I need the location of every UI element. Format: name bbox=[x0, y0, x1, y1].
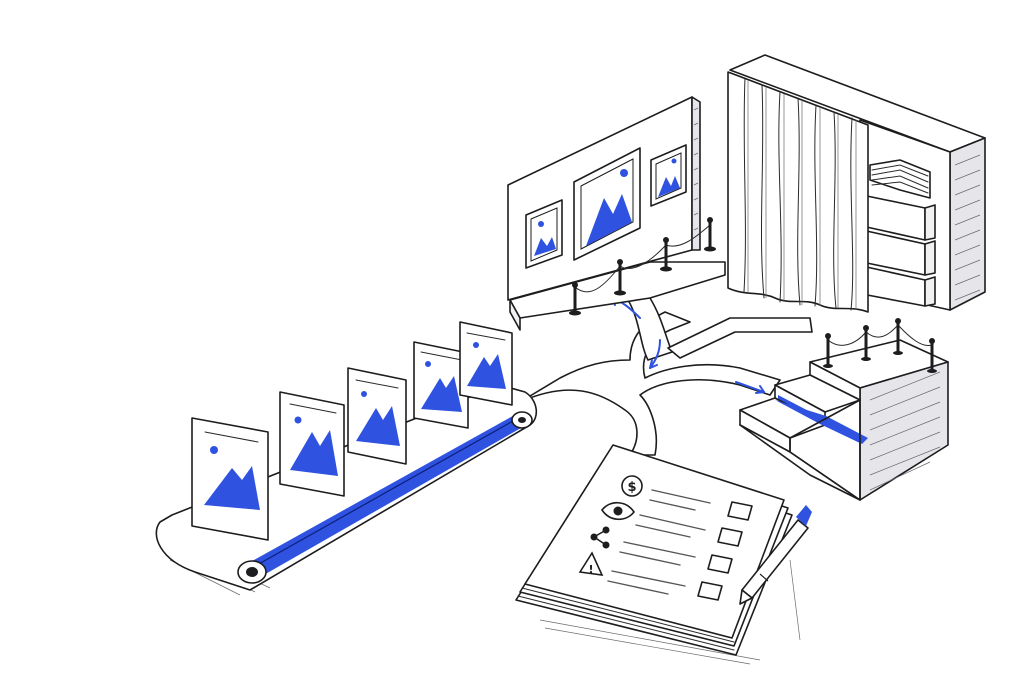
stanchion-post bbox=[927, 338, 937, 373]
pen-tip bbox=[739, 589, 753, 605]
conveyor-cards bbox=[191, 321, 513, 541]
gallery-frame-center bbox=[573, 147, 641, 261]
stairs-stanchions bbox=[823, 318, 937, 373]
step-highlight-line bbox=[775, 400, 868, 444]
checkbox[interactable] bbox=[727, 501, 753, 521]
image-card bbox=[279, 391, 345, 497]
stanchion-post bbox=[614, 259, 626, 296]
gallery-floor-edge bbox=[509, 299, 521, 331]
stanchion-post bbox=[660, 237, 672, 272]
flow-arrow-3-head bbox=[755, 385, 765, 394]
dollar-icon bbox=[621, 475, 643, 497]
curtain bbox=[727, 71, 869, 313]
checklist-row: ! bbox=[578, 551, 723, 601]
conveyor-belt bbox=[245, 412, 528, 580]
pen bbox=[739, 505, 812, 605]
walkway-paths bbox=[519, 295, 813, 456]
walkway-to-archive bbox=[667, 317, 813, 359]
cabinet-side bbox=[949, 137, 986, 311]
flow-arrow-3 bbox=[735, 381, 765, 393]
flow-arrow-2-head bbox=[649, 359, 658, 369]
folder-stack bbox=[869, 159, 931, 199]
image-card bbox=[191, 417, 269, 541]
walkway-to-gallery bbox=[627, 297, 673, 361]
gallery bbox=[507, 96, 726, 331]
stairs bbox=[739, 318, 949, 501]
share-icon bbox=[590, 526, 610, 549]
checklist-notebook: $ ! bbox=[515, 444, 801, 665]
gallery-frame-right bbox=[650, 144, 687, 207]
checklist-row: $ bbox=[621, 475, 753, 521]
checklist-row bbox=[601, 501, 743, 547]
drawer bbox=[861, 265, 936, 461]
stanchion-post bbox=[704, 217, 716, 252]
warning-icon-glyph: ! bbox=[588, 563, 593, 576]
image-card bbox=[459, 321, 513, 406]
stanchion-post bbox=[861, 325, 871, 361]
stanchion-post bbox=[823, 333, 833, 368]
gallery-stanchions bbox=[569, 217, 716, 316]
checklist-row bbox=[590, 526, 733, 574]
dollar-icon-glyph: $ bbox=[627, 480, 636, 495]
stanchion-post bbox=[893, 318, 903, 355]
pen-clip bbox=[796, 505, 812, 526]
drawer bbox=[861, 229, 936, 435]
checkbox[interactable] bbox=[717, 527, 743, 547]
checkbox[interactable] bbox=[697, 581, 723, 601]
stairs-front bbox=[789, 399, 861, 501]
gallery-wall-side bbox=[691, 96, 701, 251]
archive-cabinet bbox=[727, 54, 986, 461]
gallery-frame-left bbox=[525, 199, 563, 269]
stanchion-post bbox=[569, 282, 581, 316]
image-card bbox=[347, 367, 407, 465]
checkbox[interactable] bbox=[707, 554, 733, 574]
conveyor bbox=[155, 384, 538, 596]
eye-icon bbox=[601, 501, 635, 521]
warning-icon bbox=[578, 551, 604, 576]
image-card bbox=[413, 341, 469, 429]
